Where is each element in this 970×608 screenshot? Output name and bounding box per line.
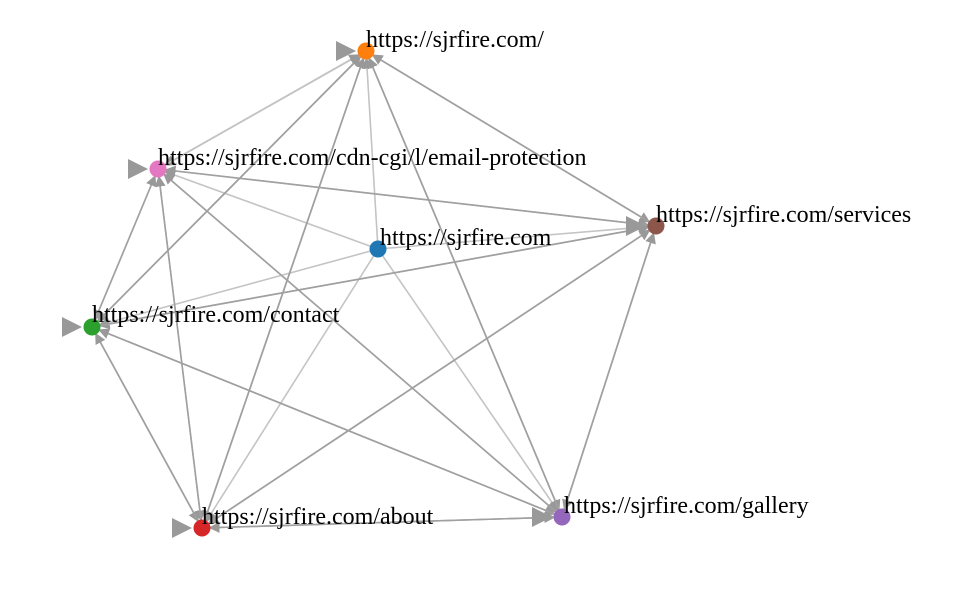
edge-root-to-root_slash [361,50,379,250]
edge-root-to-about [201,248,379,529]
node-root_slash[interactable] [357,42,375,60]
node-label-email: https://sjrfire.com/cdn-cgi/l/email-prot… [158,145,587,171]
edge-gallery-to-about [201,516,563,533]
edge-about-to-contact [91,326,203,529]
node-services[interactable] [647,217,665,235]
node-label-contact: https://sjrfire.com/contact [92,302,340,328]
edge-root-to-gallery [377,248,563,518]
edge-root-to-email [157,168,379,250]
node-label-gallery: https://sjrfire.com/gallery [564,493,809,519]
edges-layer [91,50,657,533]
self-loop-email [128,159,148,179]
node-email[interactable] [149,160,167,178]
self-loop-root_slash [336,41,356,61]
node-label-root_slash: https://sjrfire.com/ [366,27,544,53]
edge-contact-to-email [91,168,159,328]
node-label-root: https://sjrfire.com [380,225,552,251]
edge-services-to-email [157,165,657,227]
edge-root-to-contact [91,248,379,328]
edge-about-to-services [201,225,657,529]
node-contact[interactable] [83,318,101,336]
node-label-services: https://sjrfire.com/services [656,202,911,228]
edge-contact-to-root_slash [91,50,367,328]
node-about[interactable] [193,519,211,537]
labels-layer: https://sjrfire.com/https://sjrfire.com/… [92,27,911,530]
edge-gallery-to-contact [91,326,563,518]
self-loop-contact [62,317,82,337]
edge-gallery-to-email [157,168,563,518]
edge-about-to-email [154,168,203,529]
self-loop-about [172,518,192,538]
self-loop-gallery [532,507,552,527]
self-loops-layer [62,41,646,538]
node-label-about: https://sjrfire.com/about [202,504,434,530]
edge-gallery-to-root_slash [365,50,563,518]
node-root[interactable] [369,240,387,258]
edge-root-to-services [377,221,657,250]
edge-email-to-root_slash [157,50,367,170]
self-loop-services [626,216,646,236]
edge-services-to-root_slash [365,50,657,227]
nodes-layer [83,42,665,537]
edge-gallery-to-services [561,225,657,518]
edge-about-to-root_slash [201,50,367,529]
edge-contact-to-services [91,223,657,328]
node-gallery[interactable] [553,508,571,526]
